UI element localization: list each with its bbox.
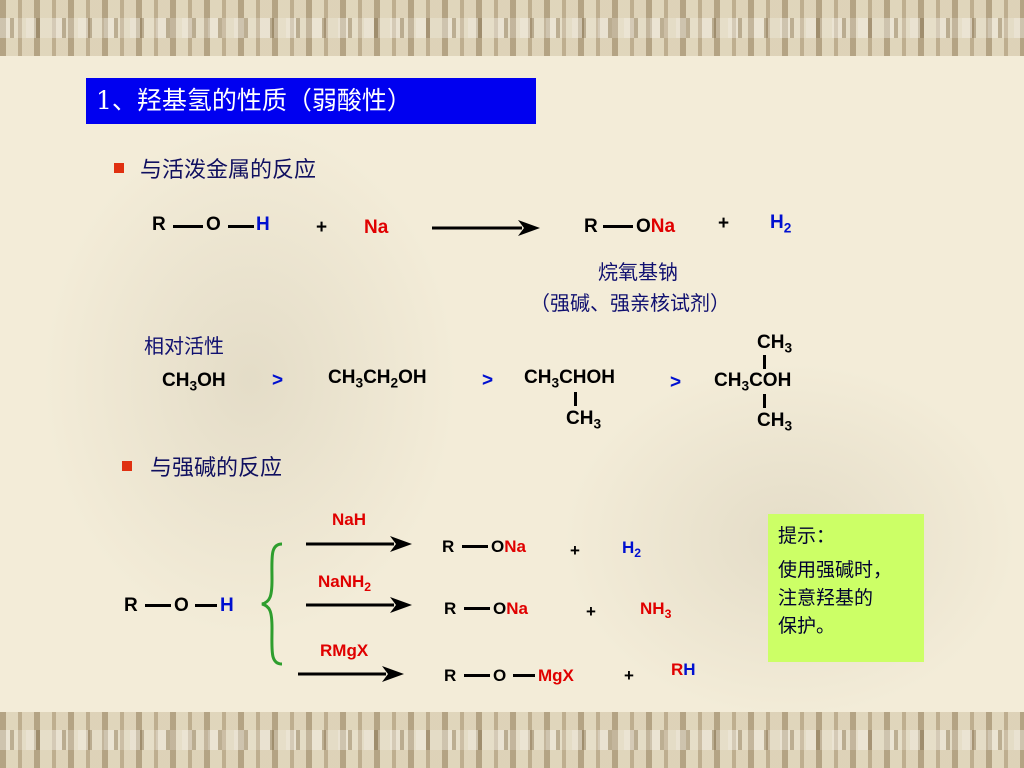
reaction-arrow-icon: [432, 220, 540, 236]
reactant-h: H: [256, 214, 270, 235]
reactant-r: R: [124, 595, 138, 616]
isopropanol-methyl-branch: CH3: [566, 408, 602, 432]
reagent-sodium: Na: [364, 217, 389, 238]
product-r: R: [584, 216, 598, 237]
reactant-h: H: [220, 595, 234, 616]
greater-than-sign: >: [482, 370, 494, 391]
reagent-grignard: RMgX: [320, 641, 369, 660]
plus-sign: +: [718, 213, 730, 234]
reactant-r: R: [152, 214, 166, 235]
bond: [195, 604, 217, 607]
reaction-arrow-icon: [306, 597, 412, 613]
plus-sign: +: [316, 217, 328, 238]
byproduct: H2: [622, 538, 642, 560]
hint-title: 提示：: [778, 525, 836, 547]
plus-sign: +: [586, 602, 596, 621]
hint-line: 保护。: [778, 615, 836, 637]
reactant-o: O: [206, 214, 221, 235]
methanol: CH3OH: [162, 370, 226, 394]
reaction-arrow-icon: [298, 666, 404, 682]
bond: [513, 674, 535, 677]
bond: [145, 604, 171, 607]
section-heading-active-metal: 与活泼金属的反应: [140, 158, 317, 183]
bond: [464, 674, 490, 677]
product-r: R: [444, 599, 457, 618]
hint-box: 提示： 使用强碱时， 注意羟基的 保护。: [768, 514, 924, 662]
greater-than-sign: >: [670, 372, 682, 393]
curly-brace-icon: [261, 542, 283, 666]
tert-butanol: CH3COH: [714, 370, 792, 394]
plus-sign: +: [624, 666, 634, 685]
product-oxygen: O: [493, 666, 507, 685]
tbutanol-top-methyl: CH3: [757, 332, 793, 356]
hydrogen-gas: H2: [770, 212, 792, 236]
bond: [228, 225, 254, 228]
product-magnesium-halide: MgX: [538, 666, 574, 685]
bond: [763, 355, 766, 369]
bond: [763, 394, 766, 408]
background-ink-art: [40, 120, 460, 640]
reactant-o: O: [174, 595, 189, 616]
isopropanol: CH3CHOH: [524, 367, 616, 391]
tbutanol-bottom-methyl: CH3: [757, 410, 793, 434]
reagent-nah: NaH: [332, 510, 367, 529]
product-oxygen-metal: ONa: [493, 599, 528, 618]
hint-line: 使用强碱时，: [778, 559, 893, 581]
product-o: ONa: [636, 216, 676, 237]
bond: [462, 545, 488, 548]
product-name: 烷氧基钠: [598, 260, 678, 284]
slide-title: 1、羟基氢的性质（弱酸性）: [86, 78, 536, 124]
section-heading-strong-base: 与强碱的反应: [150, 456, 283, 481]
ethanol: CH3CH2OH: [328, 367, 427, 391]
bond: [574, 392, 577, 406]
byproduct: NH3: [640, 599, 672, 621]
plus-sign: +: [570, 541, 580, 560]
reaction-arrow-icon: [306, 536, 412, 552]
relative-activity-label: 相对活性: [144, 334, 224, 358]
product-r: R: [442, 537, 455, 556]
bullet-square-icon: [122, 461, 132, 471]
byproduct: RH: [671, 660, 696, 679]
top-decorative-border: [0, 0, 1024, 56]
bond: [464, 607, 490, 610]
product-r: R: [444, 666, 457, 685]
bottom-decorative-border: [0, 712, 1024, 768]
bullet-square-icon: [114, 163, 124, 173]
reagent-sodium-amide: NaNH2: [318, 572, 372, 594]
greater-than-sign: >: [272, 370, 284, 391]
bond: [173, 225, 203, 228]
bond: [603, 225, 633, 228]
hint-line: 注意羟基的: [778, 587, 874, 609]
product-description: （强碱、强亲核试剂）: [530, 291, 730, 315]
product-oxygen-metal: ONa: [491, 537, 526, 556]
